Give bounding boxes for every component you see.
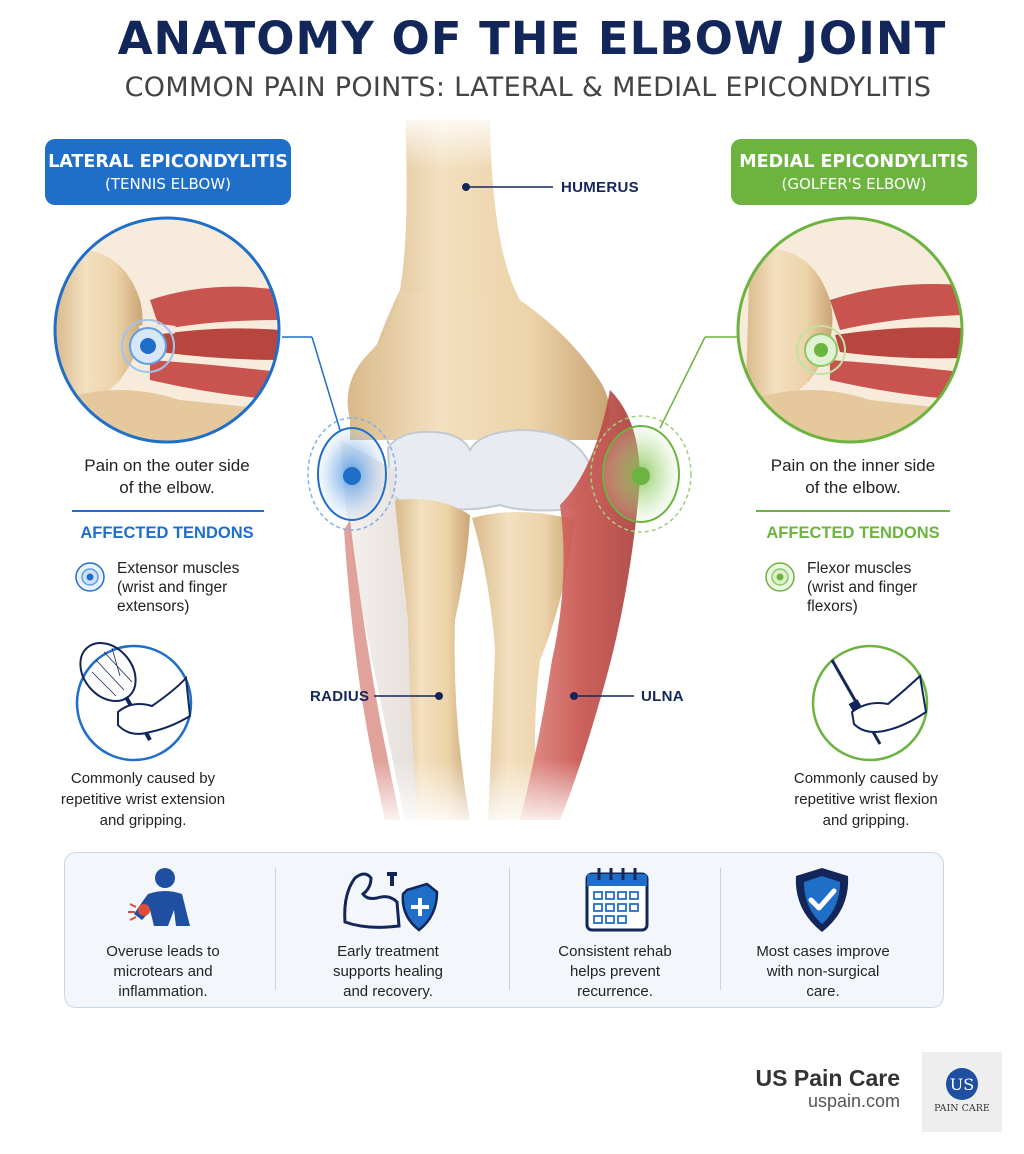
fact-early-treatment-text: Early treatment supports healing and rec… [332, 943, 444, 1000]
fact-consistent-rehab-text: Consistent rehab helps prevent recurrenc… [558, 943, 672, 1000]
brand-logo: US PAIN CARE [922, 1052, 1002, 1132]
overuse-person-icon [128, 868, 190, 926]
tennis-racket-icon [75, 642, 193, 762]
extensor-target-icon [75, 562, 105, 592]
lateral-pain-description: Pain on the outer side of the elbow. [84, 456, 250, 497]
lateral-subtitle: (TENNIS ELBOW) [105, 175, 231, 193]
arm-shield-icon [343, 872, 439, 932]
lateral-cause-text: Commonly caused by repetitive wrist exte… [60, 770, 226, 829]
medial-epicondylitis-badge: MEDIAL EPICONDYLITIS (GOLFER'S ELBOW) [731, 139, 977, 205]
fact-overuse: Overuse leads to microtears and inflamma… [58, 852, 268, 1006]
fact-early-treatment: Early treatment supports healing and rec… [283, 852, 493, 1006]
medial-tendons-list: Flexor muscles (wrist and finger flexors… [807, 560, 918, 615]
medial-subtitle: (GOLFER'S ELBOW) [781, 175, 927, 193]
svg-text:PAIN CARE: PAIN CARE [934, 1103, 990, 1114]
lateral-title: LATERAL EPICONDYLITIS [48, 152, 288, 172]
medial-title: MEDIAL EPICONDYLITIS [739, 152, 969, 172]
lateral-pain-ring [307, 417, 397, 531]
humerus-label: HUMERUS [561, 179, 639, 196]
fact-overuse-text: Overuse leads to microtears and inflamma… [106, 943, 220, 1000]
medial-tendons-heading: AFFECTED TENDONS [766, 524, 940, 542]
lateral-pain-dot [343, 467, 361, 485]
lateral-epicondylitis-badge: LATERAL EPICONDYLITIS (TENNIS ELBOW) [45, 139, 291, 205]
page-title: ANATOMY OF THE ELBOW JOINT [117, 12, 947, 65]
medial-pain-ring [590, 415, 692, 533]
golf-club-icon [811, 644, 929, 762]
key-facts-panel [64, 852, 944, 1008]
lateral-tendons-heading: AFFECTED TENDONS [80, 524, 254, 542]
medial-pain-description: Pain on the inner side of the elbow. [770, 456, 936, 497]
calendar-icon [585, 868, 649, 932]
svg-text:US: US [950, 1075, 974, 1094]
us-pain-care-logo-icon: US PAIN CARE [934, 1068, 990, 1114]
fact-non-surgical: Most cases improve with non-surgical car… [718, 852, 928, 1006]
fact-consistent-rehab: Consistent rehab helps prevent recurrenc… [510, 852, 720, 1006]
flexor-target-icon [765, 562, 795, 592]
fact-non-surgical-text: Most cases improve with non-surgical car… [756, 943, 890, 1000]
brand-url: uspain.com [807, 1091, 900, 1111]
radius-label: RADIUS [310, 688, 370, 705]
lateral-tendons-list: Extensor muscles (wrist and finger exten… [117, 560, 240, 615]
medial-cause-text: Commonly caused by repetitive wrist flex… [793, 770, 939, 829]
ulna-label: ULNA [641, 688, 684, 705]
page-subtitle: COMMON PAIN POINTS: LATERAL & MEDIAL EPI… [124, 72, 932, 103]
medial-pain-dot [632, 467, 650, 485]
shield-check-icon [795, 868, 849, 932]
brand-name: US Pain Care [755, 1065, 900, 1091]
